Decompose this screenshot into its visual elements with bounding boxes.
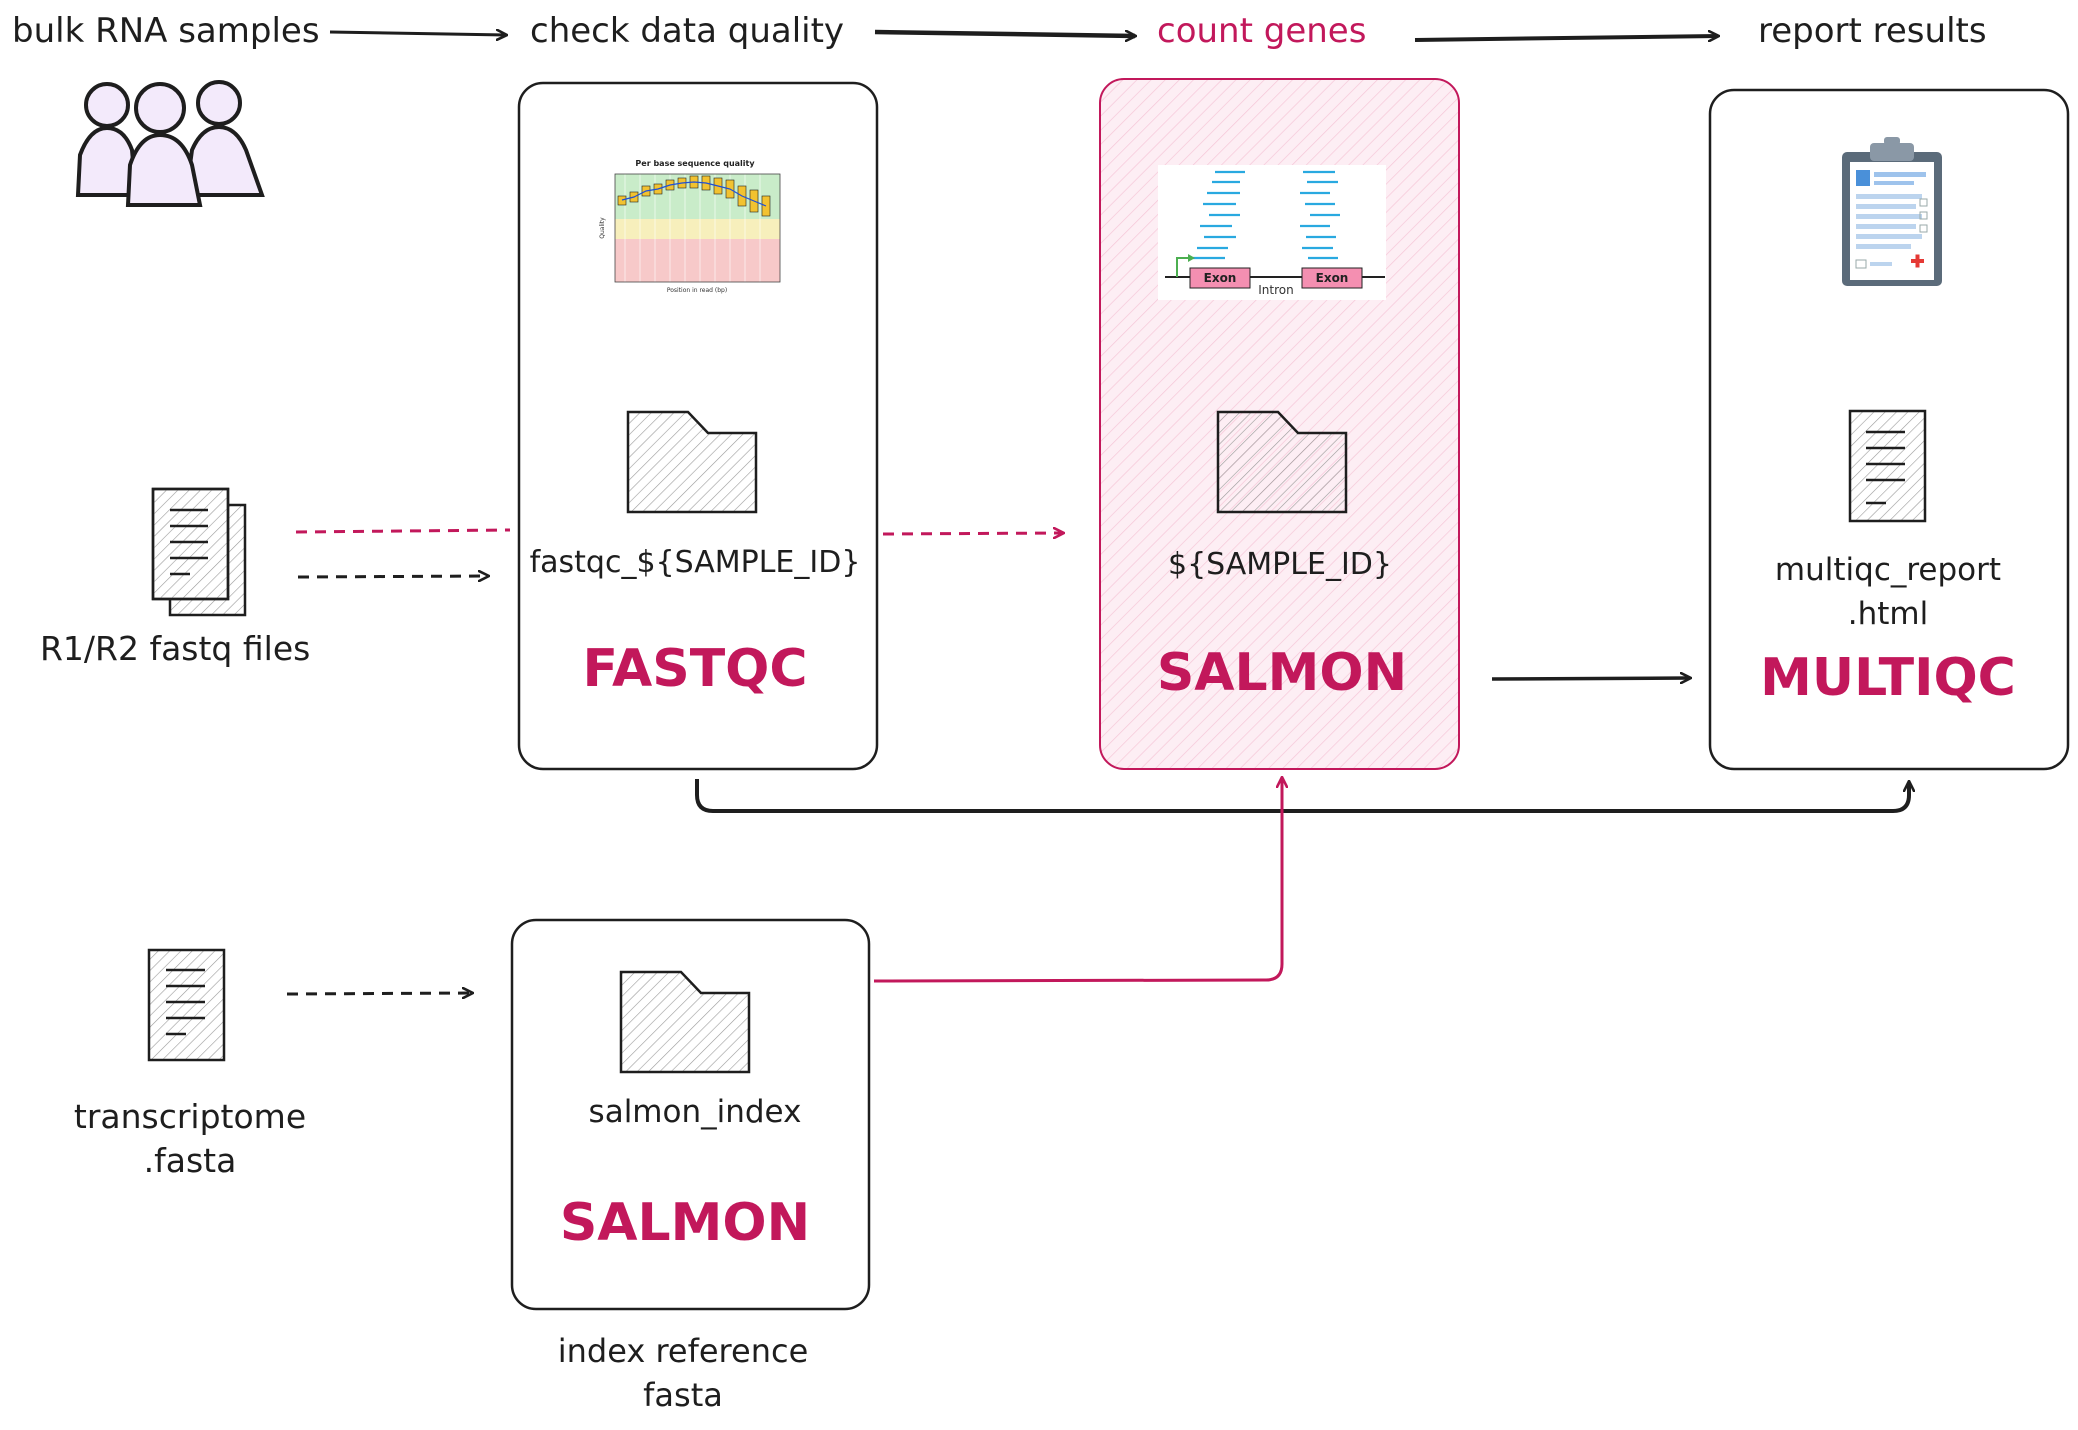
qc-plot-thumbnail: Per base sequence quality Quality Positi… (599, 159, 781, 294)
fastqc-output-folder-icon (626, 410, 758, 514)
people-icon (75, 80, 265, 207)
fastqc-process-name: FASTQC (582, 639, 807, 699)
gene-model-intron: Intron (1258, 283, 1293, 297)
salmon-index-folder-icon (619, 970, 751, 1074)
fastq-files-icon (151, 487, 247, 617)
stage-label-samples: bulk RNA samples (12, 11, 320, 51)
transcriptome-label-line2: .fasta (144, 1141, 237, 1180)
arrow-transcriptome-to-index (286, 993, 472, 994)
fastqc-output-label: fastqc_${SAMPLE_ID} (530, 545, 861, 580)
arrow-fastq-to-fastqc (297, 576, 488, 577)
gene-model-thumbnail: Exon Intron Exon (1158, 165, 1386, 300)
multiqc-output-line2: .html (1848, 596, 1928, 632)
arrow-qc-to-count (874, 29, 1135, 36)
arrow-fastq-to-salmon (295, 528, 511, 534)
qc-plot-ylabel: Quality (599, 217, 606, 239)
salmon-index-output-label: salmon_index (589, 1094, 802, 1130)
gene-model-exon2: Exon (1316, 271, 1349, 285)
report-document-icon (1848, 409, 1927, 523)
salmon-index-process-name: SALMON (560, 1193, 810, 1253)
stage-label-count: count genes (1157, 11, 1366, 51)
salmon-index-caption-line1: index reference (558, 1332, 809, 1370)
salmon-index-caption-line2: fasta (643, 1376, 723, 1414)
gene-model-exon1: Exon (1204, 271, 1237, 285)
transcriptome-label-line1: transcriptome (74, 1097, 306, 1136)
arrow-index-to-salmon-quant (873, 778, 1282, 983)
arrow-reads-to-salmon-quant (882, 533, 1063, 534)
salmon-quant-process-name: SALMON (1157, 643, 1407, 703)
transcriptome-file-icon (147, 948, 226, 1062)
multiqc-process-name: MULTIQC (1760, 648, 2016, 708)
fastq-files-label: R1/R2 fastq files (40, 629, 310, 668)
salmon-quant-output-folder-icon (1216, 410, 1348, 514)
qc-plot-xlabel: Position in read (bp) (667, 287, 727, 294)
arrow-fastqc-to-multiqc (695, 779, 1909, 813)
arrow-salmon-to-multiqc (1491, 678, 1690, 679)
stage-label-report: report results (1758, 11, 1987, 51)
multiqc-output-line1: multiqc_report (1775, 552, 2001, 588)
arrow-samples-to-qc (329, 32, 506, 35)
stage-label-qc: check data quality (530, 11, 844, 51)
salmon-quant-output-label: ${SAMPLE_ID} (1168, 547, 1392, 582)
qc-plot-title: Per base sequence quality (635, 159, 755, 168)
salmon-index-process-box[interactable] (510, 918, 871, 1311)
clipboard-report-icon (1842, 137, 1942, 286)
arrow-count-to-report (1414, 36, 1718, 40)
